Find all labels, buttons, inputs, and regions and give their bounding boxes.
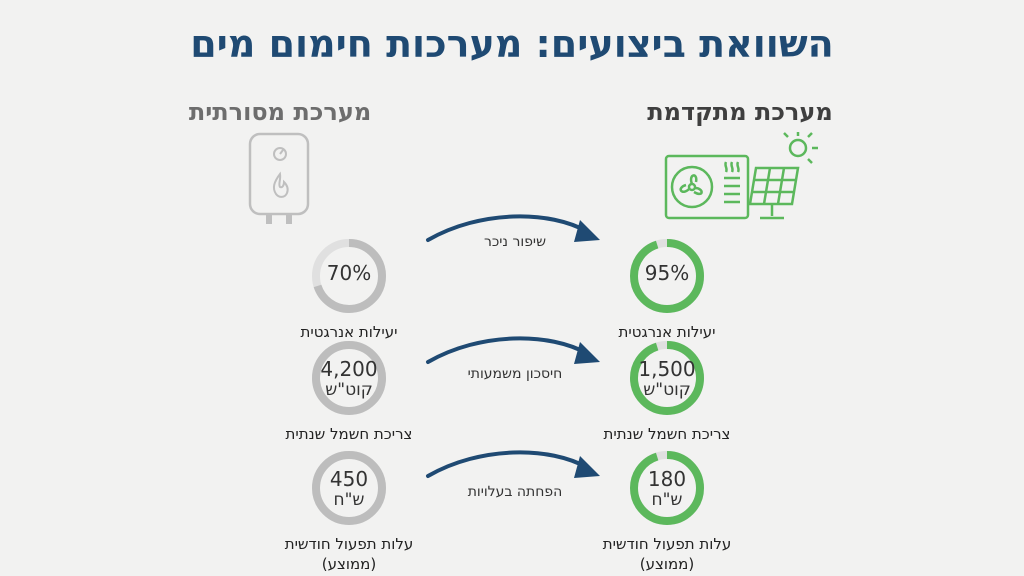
- page-title: השוואת ביצועים: מערכות חימום מים: [190, 22, 834, 66]
- gauge-value: 95%: [644, 261, 690, 285]
- traditional-consumption-gauge: 4,200 קוט"ש צריכת חשמל שנתית: [249, 338, 449, 444]
- advanced-efficiency-gauge: 95% יעילות אנרגטית: [567, 236, 767, 342]
- arrow-label: שיפור ניכר: [483, 234, 546, 250]
- gauge-value: 450: [329, 467, 369, 491]
- gauge-value: 1,500: [638, 357, 696, 381]
- caption-line: עלות תפעול חודשית: [284, 535, 414, 553]
- arrow-label: חיסכון משמעותי: [467, 366, 563, 382]
- gauge-unit: ש"ח: [333, 490, 365, 510]
- water-heater-icon: [246, 130, 312, 232]
- cost-reduction-arrow: הפחתה בעלויות: [410, 444, 620, 500]
- gauge-value: 70%: [326, 261, 372, 285]
- gauge-value: 180: [647, 467, 687, 491]
- traditional-heading: מערכת מסורתית: [188, 98, 372, 126]
- gauge-caption: עלות תפעול חודשית (ממוצע): [567, 534, 767, 575]
- gauge-caption: צריכת חשמל שנתית: [603, 425, 731, 443]
- gauge-caption: עלות תפעול חודשית (ממוצע): [249, 534, 449, 575]
- traditional-cost-gauge: 450 ש"ח עלות תפעול חודשית (ממוצע): [249, 448, 449, 575]
- gauge-value: 4,200: [320, 357, 378, 381]
- caption-line-2: (ממוצע): [321, 555, 377, 574]
- gauge-unit: קוט"ש: [325, 380, 373, 400]
- gauge-caption: יעילות אנרגטית: [300, 323, 398, 341]
- advanced-heading: מערכת מתקדמת: [647, 98, 833, 126]
- caption-line: עלות תפעול חודשית: [602, 535, 732, 553]
- arrow-label: הפחתה בעלויות: [467, 484, 563, 500]
- savings-arrow: חיסכון משמעותי: [410, 330, 620, 382]
- traditional-efficiency-gauge: 70% יעילות אנרגטית: [249, 236, 449, 342]
- improvement-arrow: שיפור ניכר: [410, 208, 620, 252]
- gauge-caption: צריכת חשמל שנתית: [285, 425, 413, 443]
- gauge-unit: ש"ח: [651, 490, 683, 510]
- heat-pump-solar-icon: [662, 128, 822, 228]
- advanced-consumption-gauge: 1,500 קוט"ש צריכת חשמל שנתית: [567, 338, 767, 444]
- caption-line-2: (ממוצע): [639, 555, 695, 574]
- gauge-caption: יעילות אנרגטית: [618, 323, 716, 341]
- gauge-unit: קוט"ש: [643, 380, 691, 400]
- advanced-cost-gauge: 180 ש"ח עלות תפעול חודשית (ממוצע): [567, 448, 767, 575]
